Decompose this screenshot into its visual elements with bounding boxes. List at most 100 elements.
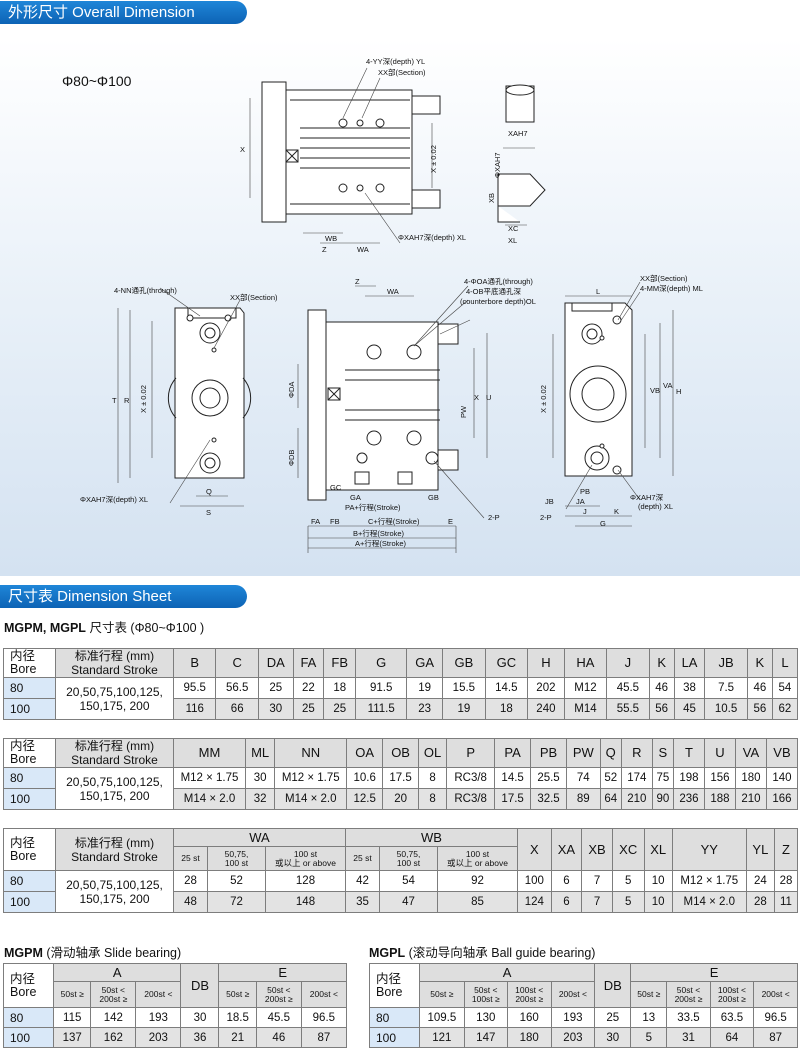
mgpl-bearing: (滚动导向轴承 Ball guide bearing) [408, 946, 596, 960]
label-xa-depth-xl2: ΦXAH7深(depth) XL [80, 495, 148, 504]
label-gc: GC [330, 483, 342, 492]
value-cell: 55.5 [606, 698, 650, 720]
col-header: G [355, 648, 408, 678]
caption-models: MGPM, MGPL [4, 621, 86, 635]
value-cell: 91.5 [355, 677, 408, 699]
value-cell: 28 [773, 870, 799, 892]
label-xx-section3: XX部(Section) [640, 273, 688, 283]
value-cell: 25 [323, 698, 357, 720]
e-sub-header: 50st ≥ [630, 981, 668, 1008]
label-xa-depth2: ΦXAH7深 [630, 493, 664, 502]
value-cell: 7 [581, 891, 613, 913]
col-header: OL [418, 738, 448, 768]
value-cell: 180 [506, 1027, 552, 1048]
value-cell: 54 [771, 677, 799, 699]
col-header: K [746, 648, 773, 678]
value-cell: 46 [746, 677, 773, 699]
value-cell: 64 [599, 788, 622, 810]
value-cell: 47 [379, 891, 438, 913]
col-header: R [620, 738, 653, 768]
value-cell: 13 [630, 1007, 668, 1028]
value-cell: 25 [292, 698, 325, 720]
e-sub-header: 50st <200st ≥ [255, 981, 302, 1008]
table-row: 100 137 162 203 36 21 46 87 [3, 1027, 348, 1048]
value-cell: 46 [648, 677, 675, 699]
value-cell: 188 [703, 788, 736, 810]
value-cell: 28 [745, 891, 775, 913]
label-z: Z [322, 245, 327, 254]
mgpl-caption: MGPL (滚动导向轴承 Ball guide bearing) [369, 942, 595, 961]
label-t: T [112, 396, 117, 405]
value-cell: 18 [484, 698, 529, 720]
label-x2: X [474, 393, 479, 402]
a-sub-header: 100st <200st ≥ [506, 981, 552, 1008]
value-cell: 210 [734, 788, 767, 810]
value-cell: 198 [672, 767, 705, 789]
col-header: X [517, 828, 552, 871]
value-cell: 6 [550, 891, 583, 913]
bore-cell: 100 [3, 1027, 54, 1048]
value-cell: 20 [382, 788, 420, 810]
label-xa-phi: ΦXAH7 [493, 152, 502, 178]
col-header: PB [530, 738, 567, 768]
label-2p: 2-P [488, 513, 500, 522]
a-sub-header: 50st <200st ≥ [90, 981, 137, 1008]
value-cell: 48 [173, 891, 208, 913]
label-g: G [600, 519, 606, 528]
value-cell: 21 [218, 1027, 257, 1048]
value-cell: 96.5 [300, 1007, 348, 1028]
bore-range-label: Φ80~Φ100 [62, 73, 132, 89]
value-cell: 25.5 [530, 767, 567, 789]
value-cell: 8 [418, 788, 448, 810]
a-sub-header: 50st ≥ [419, 981, 465, 1008]
value-cell: 10.6 [346, 767, 384, 789]
value-cell: 54 [379, 870, 438, 892]
value-cell: 147 [463, 1027, 508, 1048]
col-header: YY [671, 828, 747, 871]
mgpm-caption: MGPM (滑动轴承 Slide bearing) [4, 942, 181, 961]
value-cell: 85 [437, 891, 518, 913]
value-cell: 137 [52, 1027, 92, 1048]
value-cell: 5 [611, 870, 645, 892]
col-header: U [703, 738, 736, 768]
table-caption: MGPM, MGPL 尺寸表 (Φ80~Φ100 ) [4, 617, 204, 636]
value-cell: 11 [773, 891, 799, 913]
label-pb: PB [580, 487, 590, 496]
mgpm-model: MGPM [4, 946, 43, 960]
value-cell: 87 [300, 1027, 348, 1048]
table-row: 100 M14 × 2.0 32 M14 × 2.0 12.5 20 8 RC3… [3, 788, 799, 810]
a-sub-header: 50st <100st ≥ [463, 981, 508, 1008]
wa-sub-header: 25 st [173, 846, 208, 871]
value-cell: 22 [292, 677, 325, 699]
stroke-cell: 20,50,75,100,125,150,175, 200 [55, 870, 174, 913]
value-cell: 30 [180, 1007, 220, 1028]
label-oa-through: 4-ΦOA通孔(through) [464, 276, 533, 286]
col-header: J [606, 648, 650, 678]
value-cell: RC3/8 [446, 788, 496, 810]
value-cell: 72 [207, 891, 266, 913]
value-cell: M14 × 2.0 [671, 891, 747, 913]
col-header: XC [611, 828, 645, 871]
col-header: XA [550, 828, 583, 871]
col-header: OB [382, 738, 420, 768]
value-cell: 46 [255, 1027, 302, 1048]
value-cell: 62 [771, 698, 799, 720]
value-cell: 28 [173, 870, 208, 892]
label-vb: VB [650, 386, 660, 395]
label-pw: PW [459, 405, 468, 418]
label-a-stroke: A+行程(Stroke) [355, 538, 407, 548]
wa-header: WA [173, 828, 346, 847]
label-pa-stroke: PA+行程(Stroke) [345, 502, 401, 512]
value-cell: 14.5 [494, 767, 532, 789]
label-nn-through: 4-NN通孔(through) [114, 285, 177, 295]
value-cell: 66 [215, 698, 259, 720]
label-u: U [486, 393, 491, 402]
col-header: GB [442, 648, 486, 678]
top-view-plate [261, 81, 287, 223]
label-x-tol2: X ± 0.02 [139, 385, 148, 413]
